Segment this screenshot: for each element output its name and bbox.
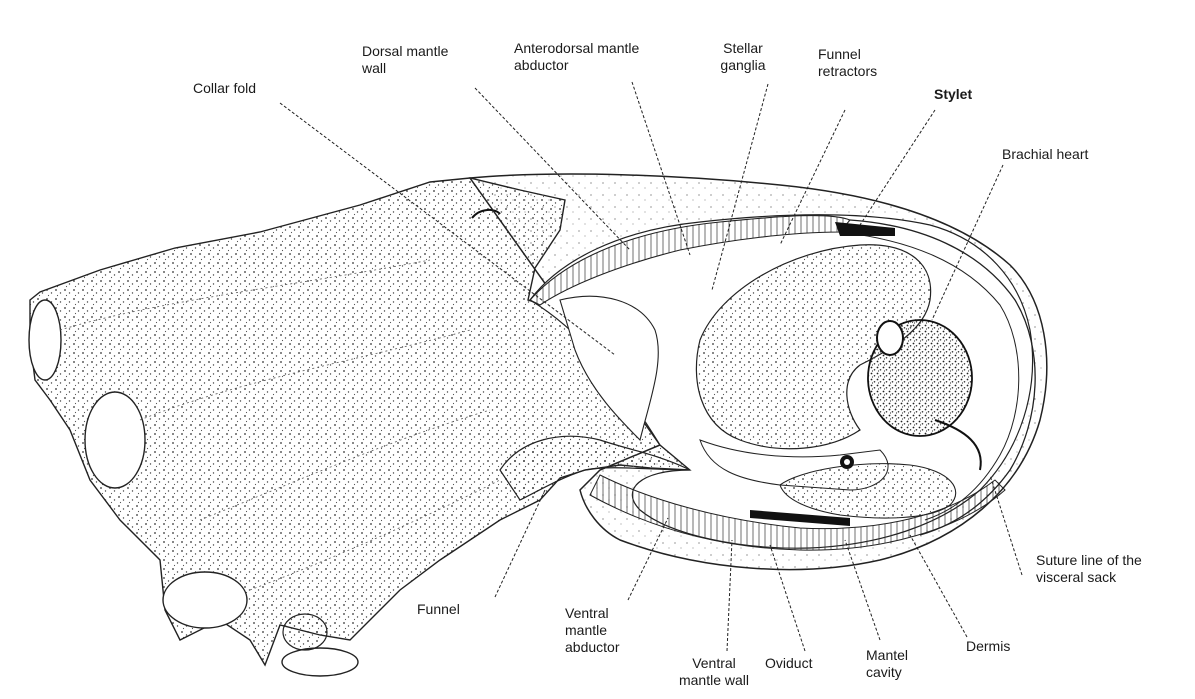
label-stylet: Stylet <box>934 86 972 103</box>
label-ventral-wall-line1: Ventral <box>664 655 764 672</box>
label-funnel-retractors: Funnel retractors <box>818 46 877 80</box>
arm-tip-2 <box>85 392 145 488</box>
label-mantel-cavity-line1: Mantel <box>866 647 908 664</box>
label-ventral-wall-line2: mantle wall <box>664 672 764 689</box>
label-funnel: Funnel <box>417 601 460 618</box>
label-stellar-line2: ganglia <box>712 57 774 74</box>
label-ventral-abductor-line1: Ventral <box>565 605 619 622</box>
label-funnel-retractors-line2: retractors <box>818 63 877 80</box>
label-collar-fold: Collar fold <box>193 80 256 97</box>
label-dorsal-mantle-wall-line1: Dorsal mantle <box>362 43 448 60</box>
label-anterodorsal-mantle-abductor: Anterodorsal mantle abductor <box>514 40 639 74</box>
label-suture-line1: Suture line of the <box>1036 552 1142 569</box>
label-suture-line: Suture line of the visceral sack <box>1036 552 1142 586</box>
label-anterodorsal-line1: Anterodorsal mantle <box>514 40 639 57</box>
label-anterodorsal-line2: abductor <box>514 57 639 74</box>
label-stellar-ganglia: Stellar ganglia <box>712 40 774 74</box>
arm-tip-5-bulb <box>283 614 327 650</box>
arm-tip-4 <box>282 648 358 676</box>
label-dermis: Dermis <box>966 638 1010 655</box>
label-ventral-abductor-line2: mantle <box>565 622 619 639</box>
label-suture-line2: visceral sack <box>1036 569 1142 586</box>
arm-tip-3 <box>163 572 247 628</box>
label-ventral-abductor-line3: abductor <box>565 639 619 656</box>
label-oviduct: Oviduct <box>765 655 812 672</box>
arm-tip-1 <box>29 300 61 380</box>
label-mantel-cavity: Mantel cavity <box>866 647 908 681</box>
label-dorsal-mantle-wall: Dorsal mantle wall <box>362 43 448 77</box>
label-funnel-retractors-line1: Funnel <box>818 46 877 63</box>
label-ventral-mantle-wall: Ventral mantle wall <box>664 655 764 689</box>
label-ventral-mantle-abductor: Ventral mantle abductor <box>565 605 619 656</box>
label-brachial-heart: Brachial heart <box>1002 146 1088 163</box>
heart-opening <box>877 321 903 355</box>
label-stellar-line1: Stellar <box>712 40 774 57</box>
label-dorsal-mantle-wall-line2: wall <box>362 60 448 77</box>
label-mantel-cavity-line2: cavity <box>866 664 908 681</box>
